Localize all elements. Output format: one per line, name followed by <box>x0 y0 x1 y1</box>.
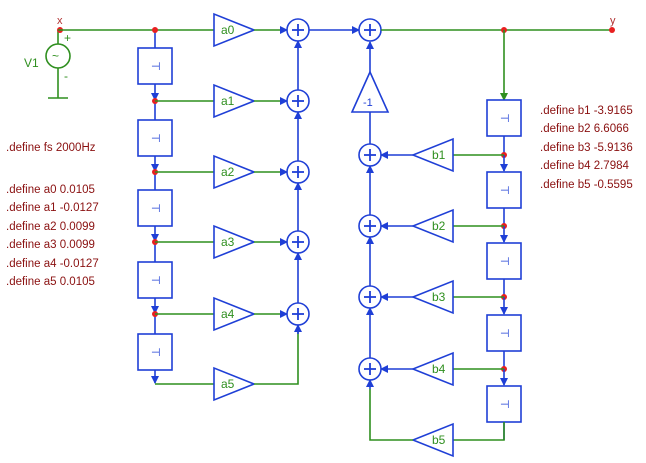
source-minus: - <box>64 69 68 83</box>
delay-symbol: ⊣ <box>151 347 161 359</box>
delay-symbol: ⊣ <box>151 275 161 287</box>
delay-symbol: ⊣ <box>500 328 510 340</box>
gain-label: b4 <box>432 362 446 376</box>
gain-label: b3 <box>432 290 446 304</box>
ff-summer-1[interactable] <box>286 89 310 113</box>
gain-label: b1 <box>432 148 446 162</box>
define-b2: .define b2 6.6066 <box>540 123 629 136</box>
delay-symbol: ⊣ <box>151 133 161 145</box>
gain-label: b5 <box>432 433 446 447</box>
ff-delay-5[interactable]: ⊣ <box>137 333 173 371</box>
gain-label: a0 <box>221 23 235 37</box>
fb-delay-2[interactable]: ⊣ <box>486 171 522 209</box>
gain-label: a4 <box>221 307 235 321</box>
ff-gain-a4[interactable]: a4 <box>213 296 257 332</box>
source-plus: + <box>64 31 71 45</box>
delay-symbol: ⊣ <box>500 185 510 197</box>
define-fs: .define fs 2000Hz <box>6 142 96 154</box>
ff-summer-3[interactable] <box>286 230 310 254</box>
gain-label: b2 <box>432 219 446 233</box>
ff-gain-a5[interactable]: a5 <box>213 366 257 402</box>
define-b4: .define b4 2.7984 <box>540 160 629 173</box>
delay-symbol: ⊣ <box>151 61 161 73</box>
ff-gain-a2[interactable]: a2 <box>213 154 257 190</box>
ff-delay-4[interactable]: ⊣ <box>137 261 173 299</box>
fb-summer-4[interactable] <box>358 357 382 381</box>
voltage-source-v1[interactable]: ~ + - V1 <box>24 30 71 99</box>
ff-delay-1[interactable]: ⊣ <box>137 47 173 85</box>
ff-gain-a3[interactable]: a3 <box>213 224 257 260</box>
define-a1: .define a1 -0.0127 <box>6 202 99 215</box>
delay-symbol: ⊣ <box>500 256 510 268</box>
ff-delay-2[interactable]: ⊣ <box>137 119 173 157</box>
define-a0: .define a0 0.0105 <box>6 184 95 196</box>
ff-gain-a1[interactable]: a1 <box>213 83 257 119</box>
ff-gain-a0[interactable]: a0 <box>213 12 257 48</box>
define-a4: .define a4 -0.0127 <box>6 257 99 270</box>
fb-delay-4[interactable]: ⊣ <box>486 314 522 352</box>
gain-label: a2 <box>221 165 235 179</box>
fb-delay-5[interactable]: ⊣ <box>486 385 522 423</box>
delay-symbol: ⊣ <box>500 113 510 125</box>
fb-summer-2[interactable] <box>358 214 382 238</box>
ff-summer-0[interactable] <box>286 18 310 42</box>
fb-summer-3[interactable] <box>358 285 382 309</box>
delay-symbol: ⊣ <box>500 399 510 411</box>
fb-summer-1[interactable] <box>358 143 382 167</box>
define-a3: .define a3 0.0099 <box>6 239 95 252</box>
inverter-label: -1 <box>363 97 373 109</box>
inverter-gain[interactable]: -1 <box>350 70 390 113</box>
output-summer[interactable] <box>358 18 382 42</box>
define-b1: .define b1 -3.9165 <box>540 105 633 117</box>
define-b3: .define b3 -5.9136 <box>540 141 633 154</box>
gain-label: a3 <box>221 235 235 249</box>
fb-gain-b1[interactable]: b1 <box>410 137 454 173</box>
define-a5: .define a5 0.0105 <box>6 276 95 288</box>
junction-node <box>609 27 615 33</box>
fb-gain-b4[interactable]: b4 <box>410 351 454 387</box>
fb-delay-3[interactable]: ⊣ <box>486 242 522 280</box>
delay-symbol: ⊣ <box>151 203 161 215</box>
gain-label: a5 <box>221 377 235 391</box>
define-a2: .define a2 0.0099 <box>6 220 95 233</box>
ff-summer-4[interactable] <box>286 302 310 326</box>
source-tilde: ~ <box>52 49 59 63</box>
net-label-y: y <box>610 15 616 27</box>
ff-delay-3[interactable]: ⊣ <box>137 189 173 227</box>
fb-gain-b3[interactable]: b3 <box>410 279 454 315</box>
fb-gain-b2[interactable]: b2 <box>410 208 454 244</box>
define-b5: .define b5 -0.5595 <box>540 178 633 191</box>
source-name: V1 <box>24 56 39 70</box>
ff-summer-2[interactable] <box>286 160 310 184</box>
fb-gain-b5[interactable]: b5 <box>410 422 454 458</box>
net-label-x: x <box>57 15 63 27</box>
fb-delay-1[interactable]: ⊣ <box>486 99 522 137</box>
gain-label: a1 <box>221 94 235 108</box>
junction-node <box>152 27 158 33</box>
